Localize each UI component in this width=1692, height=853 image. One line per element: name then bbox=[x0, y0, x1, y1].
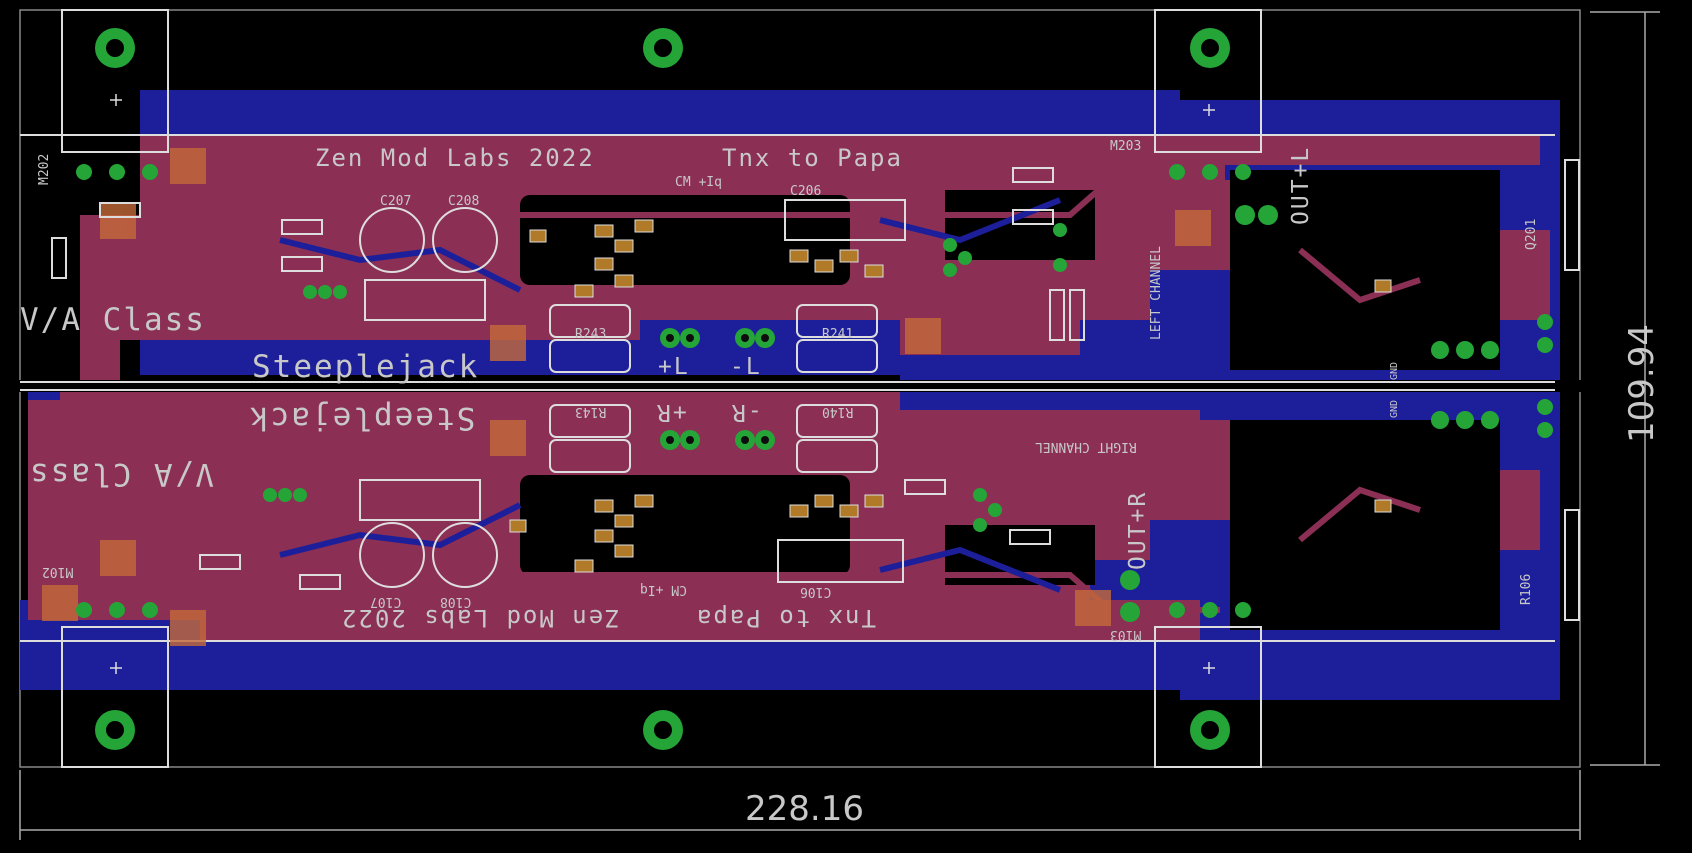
ref-c206: C206 bbox=[790, 184, 822, 199]
top-title-label: Zen Mod Labs 2022 bbox=[315, 144, 595, 172]
bottom-name-label: Steeplejack bbox=[248, 400, 476, 436]
ref-r106: R106 bbox=[1519, 573, 1534, 605]
power-resistors bbox=[549, 304, 878, 473]
height-dimension: 109.94 bbox=[1622, 324, 1662, 443]
smd-components-top bbox=[529, 219, 1392, 298]
iq-top-label: CM +Iq bbox=[675, 175, 722, 190]
bottom-thanks-label: Tnx to Papa bbox=[695, 604, 876, 632]
ref-r243: R243 bbox=[575, 327, 607, 342]
film-capacitors bbox=[359, 199, 906, 583]
reference-markers bbox=[110, 94, 1215, 674]
top-class-label: V/A Class bbox=[20, 302, 206, 338]
ref-c207: C207 bbox=[380, 194, 412, 209]
board-rails bbox=[20, 134, 1555, 642]
minus-l-label: -L bbox=[730, 354, 762, 380]
ref-c208: C208 bbox=[448, 194, 480, 209]
through-hole-pads bbox=[76, 164, 1553, 622]
bottom-class-label: V/A Class bbox=[28, 456, 214, 492]
ref-r143: R143 bbox=[575, 404, 607, 419]
plus-l-label: +L bbox=[658, 354, 690, 380]
ref-m203: M203 bbox=[1110, 139, 1142, 154]
left-channel-label: LEFT CHANNEL bbox=[1149, 246, 1164, 340]
mounting-holes bbox=[95, 28, 1230, 750]
ref-r241: R241 bbox=[822, 327, 854, 342]
gnd-top-label: GND bbox=[1389, 361, 1400, 380]
width-dimension: 228.16 bbox=[745, 789, 864, 829]
out-left-label: OUT+L bbox=[1288, 145, 1314, 225]
plus-r-label: +R bbox=[655, 399, 687, 425]
iq-bottom-label: CM +Iq bbox=[640, 582, 687, 597]
gnd-bottom-label: GND bbox=[1389, 399, 1400, 418]
dimension-lines bbox=[19, 11, 1660, 840]
thermal-zones bbox=[42, 148, 1211, 646]
bottom-title-label: Zen Mod Labs 2022 bbox=[340, 604, 620, 632]
smd-components-bottom bbox=[509, 494, 1392, 573]
ref-m103: M103 bbox=[1110, 627, 1142, 642]
out-right-label: OUT+R bbox=[1125, 490, 1151, 570]
electrolytic-capacitors bbox=[359, 207, 498, 588]
ref-c107: C107 bbox=[370, 594, 402, 609]
axial-resistors bbox=[51, 159, 1580, 621]
ref-m102: M102 bbox=[42, 564, 74, 579]
ref-r140: R140 bbox=[822, 404, 854, 419]
ref-c108: C108 bbox=[440, 594, 472, 609]
ref-c106: C106 bbox=[800, 584, 832, 599]
right-channel-label: RIGHT CHANNEL bbox=[1035, 439, 1137, 454]
minus-r-label: -R bbox=[730, 399, 762, 425]
top-name-label: Steeplejack bbox=[252, 349, 480, 385]
mosfet-outlines bbox=[61, 9, 1262, 768]
top-thanks-label: Tnx to Papa bbox=[722, 144, 903, 172]
ref-m202: M202 bbox=[37, 153, 52, 185]
ref-r206: Q201 bbox=[1524, 218, 1539, 250]
